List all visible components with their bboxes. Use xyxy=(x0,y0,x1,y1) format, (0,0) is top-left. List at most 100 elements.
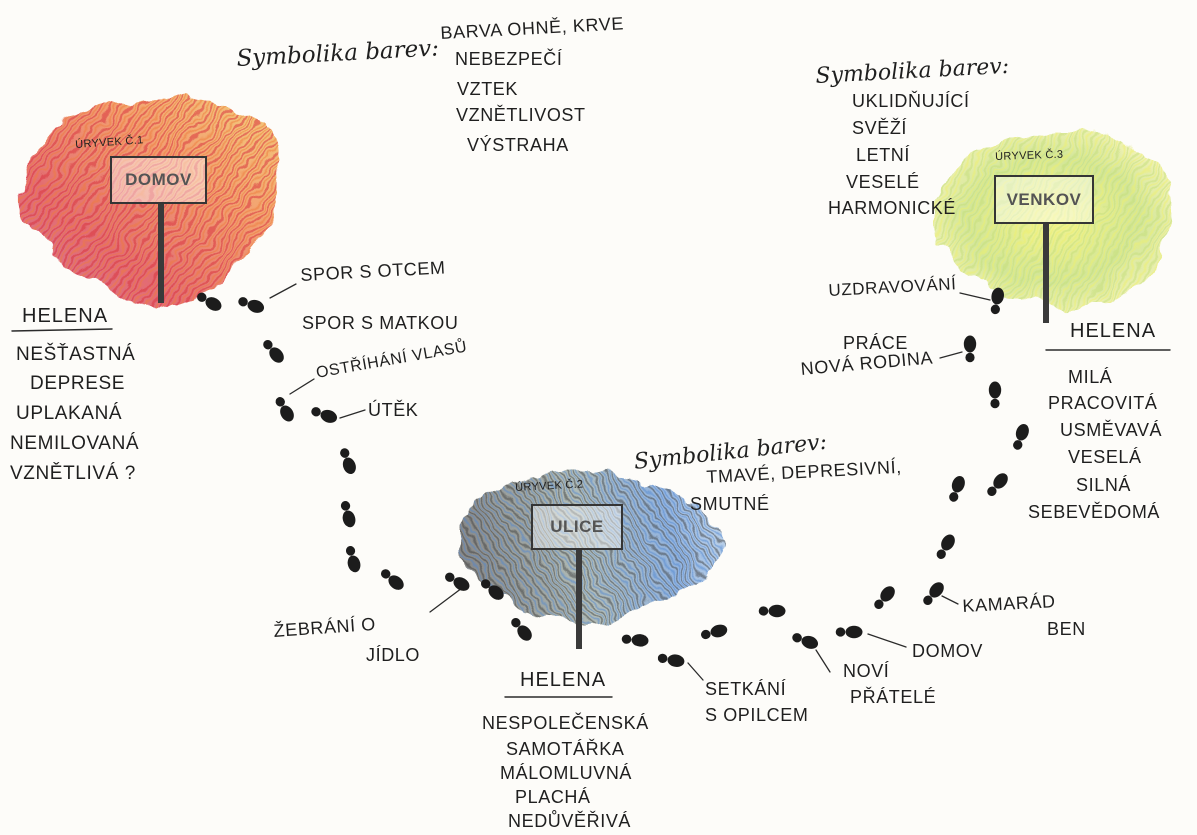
footprint xyxy=(340,448,356,475)
ulice-sign-post xyxy=(576,549,582,649)
venkov-sign-post xyxy=(1043,223,1049,323)
domov-symbolism-item: VÝSTRAHA xyxy=(467,135,569,155)
footprint-sole xyxy=(1015,423,1029,441)
venkov-helena-trait: VESELÁ xyxy=(1068,447,1142,467)
footprint-sole xyxy=(488,585,504,600)
footprint-heel xyxy=(792,633,802,643)
venkov-helena-trait: USMĚVAVÁ xyxy=(1060,420,1163,440)
footprint xyxy=(481,579,504,600)
footprint-sole xyxy=(342,510,356,528)
footprint xyxy=(381,569,404,590)
footprint-sole xyxy=(993,473,1008,489)
footprint-heel xyxy=(481,579,491,589)
footprint-sole xyxy=(951,475,965,493)
footprint-sole xyxy=(347,555,361,573)
footprint-heel xyxy=(874,599,884,609)
footprint-sole xyxy=(880,586,895,602)
footprint-sole xyxy=(941,534,955,551)
venkov-helena-heading: HELENA xyxy=(1070,320,1157,342)
footprint xyxy=(963,335,977,363)
footprint-heel xyxy=(835,627,846,637)
footprint-heel xyxy=(965,352,975,363)
event-label: ÚTĚK xyxy=(368,400,419,420)
footprint-sole xyxy=(991,287,1004,305)
event-label: DOMOV xyxy=(912,641,984,661)
footprint-sole xyxy=(247,299,265,313)
footprint xyxy=(621,634,649,647)
footprint-sole xyxy=(988,381,1002,399)
footprint-heel xyxy=(987,486,997,496)
event-label: NOVÍ xyxy=(843,661,890,681)
footprint-sole xyxy=(631,634,649,647)
connector-line xyxy=(339,409,366,419)
footprint-sole xyxy=(929,582,944,598)
footprint-heel xyxy=(1013,440,1023,450)
ulice-sign-label: ULICE xyxy=(550,517,604,536)
footprint-trail xyxy=(197,287,1029,667)
footprint xyxy=(949,475,965,502)
domov-sign-board xyxy=(110,156,207,204)
domov-sign-post xyxy=(158,203,164,303)
domov-helena-heading: HELENA xyxy=(22,305,109,327)
helena-underline xyxy=(11,328,113,332)
venkov-symbolism-item: SVĚŽÍ xyxy=(852,118,908,138)
connector-line xyxy=(939,351,963,359)
footprint xyxy=(1013,423,1029,450)
ulice-helena-trait: PLACHÁ xyxy=(515,787,591,807)
domov-symbolism-item: VZTEK xyxy=(457,79,519,99)
connector-line xyxy=(815,649,831,673)
venkov-sign-board xyxy=(994,175,1094,224)
footprint-heel xyxy=(990,398,1000,409)
footprint-heel xyxy=(311,407,321,417)
footprint xyxy=(445,572,470,591)
ulice-helena-heading: HELENA xyxy=(520,669,607,691)
footprint xyxy=(758,604,786,618)
footprint-sole xyxy=(667,654,685,667)
venkov-helena-trait: SILNÁ xyxy=(1076,475,1132,495)
domov-helena-trait: VZNĚTLIVÁ ? xyxy=(10,463,136,484)
footprint-heel xyxy=(936,549,946,559)
event-label: SETKÁNÍ xyxy=(705,679,787,699)
event-label: PŘÁTELÉ xyxy=(850,687,937,707)
ulice-helena-trait: SAMOTÁŘKA xyxy=(506,739,625,759)
venkov-symbolism-item: VESELÉ xyxy=(846,172,920,192)
connector-line xyxy=(687,662,704,681)
footprint xyxy=(263,340,284,363)
footprint xyxy=(701,624,728,640)
venkov-symbolism-item: UKLIDŇUJÍCÍ xyxy=(852,91,970,111)
footprint-heel xyxy=(990,304,1000,315)
domov-crayon-hatch xyxy=(21,97,279,306)
footprint xyxy=(511,618,532,641)
footprint xyxy=(874,586,895,609)
connector-line xyxy=(867,633,907,648)
footprint-heel xyxy=(197,292,207,302)
ulice-sign-board xyxy=(531,504,623,550)
event-label: S OPILCEM xyxy=(705,705,809,725)
footprint-heel xyxy=(701,629,711,640)
ulice-helena-trait: NEDŮVĚŘIVÁ xyxy=(508,811,632,831)
footprint-sole xyxy=(280,405,294,422)
footprint-sole xyxy=(342,457,356,475)
footprint xyxy=(275,397,294,422)
event-label: KAMARÁD xyxy=(961,591,1057,616)
footprint xyxy=(987,473,1008,496)
domov-symbolism-item: VZNĚTLIVOST xyxy=(456,105,586,125)
footprint-sole xyxy=(801,635,819,649)
domov-helena-trait: NEMILOVANÁ xyxy=(10,433,140,454)
footprint-heel xyxy=(340,448,350,458)
footprint-sole xyxy=(963,335,977,353)
footprint-sole xyxy=(845,625,863,639)
venkov-helena-trait: MILÁ xyxy=(1068,367,1113,387)
ulice-helena-trait: MÁLOMLUVNÁ xyxy=(500,763,633,783)
ulice-symbolism-item: SMUTNÉ xyxy=(690,494,770,514)
domov-helena-trait: DEPRESE xyxy=(30,373,126,394)
footprint xyxy=(345,546,361,573)
footprint xyxy=(923,582,944,605)
footprint-heel xyxy=(511,618,521,628)
footprint-heel xyxy=(238,297,248,307)
connector-line xyxy=(269,283,297,299)
venkov-helena-trait: PRACOVITÁ xyxy=(1048,393,1158,413)
footprint xyxy=(657,653,685,667)
